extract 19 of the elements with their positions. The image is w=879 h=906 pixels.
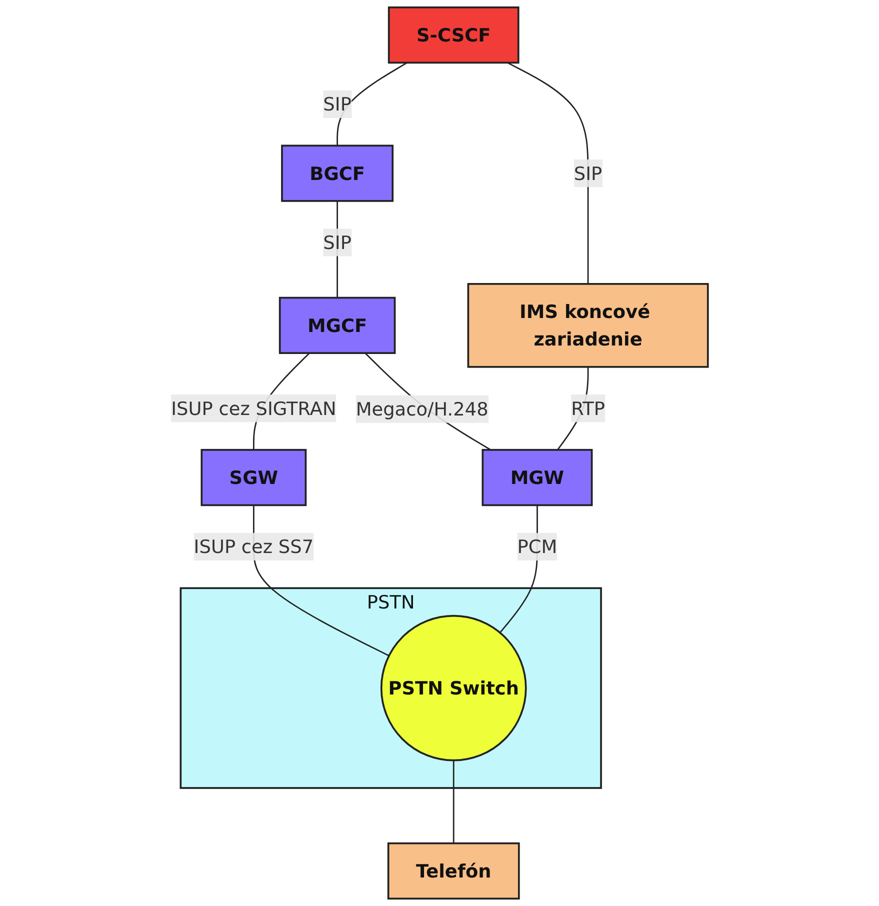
node-box: SGW bbox=[200, 448, 307, 506]
edge-label: SIP bbox=[323, 93, 352, 116]
node-box: IMS koncové zariadenie bbox=[467, 283, 709, 368]
edge-label: SIP bbox=[323, 231, 352, 254]
node-box: BGCF bbox=[281, 144, 394, 202]
edge-label: ISUP cez SIGTRAN bbox=[171, 397, 336, 420]
edge-label: RTP bbox=[571, 397, 605, 420]
node-box: Telefón bbox=[387, 842, 520, 900]
edge-label: PCM bbox=[517, 536, 558, 558]
node-box: S-CSCF bbox=[388, 6, 520, 64]
edge-label: ISUP cez SS7 bbox=[194, 536, 314, 558]
connector bbox=[507, 62, 589, 284]
connector bbox=[253, 505, 390, 656]
edge-label: Megaco/H.248 bbox=[356, 398, 488, 420]
connector bbox=[452, 760, 454, 844]
edge-label: SIP bbox=[574, 162, 602, 184]
node-box: MGCF bbox=[278, 296, 396, 354]
node-circle: PSTN Switch bbox=[380, 614, 527, 762]
node-box: MGW bbox=[482, 448, 593, 506]
